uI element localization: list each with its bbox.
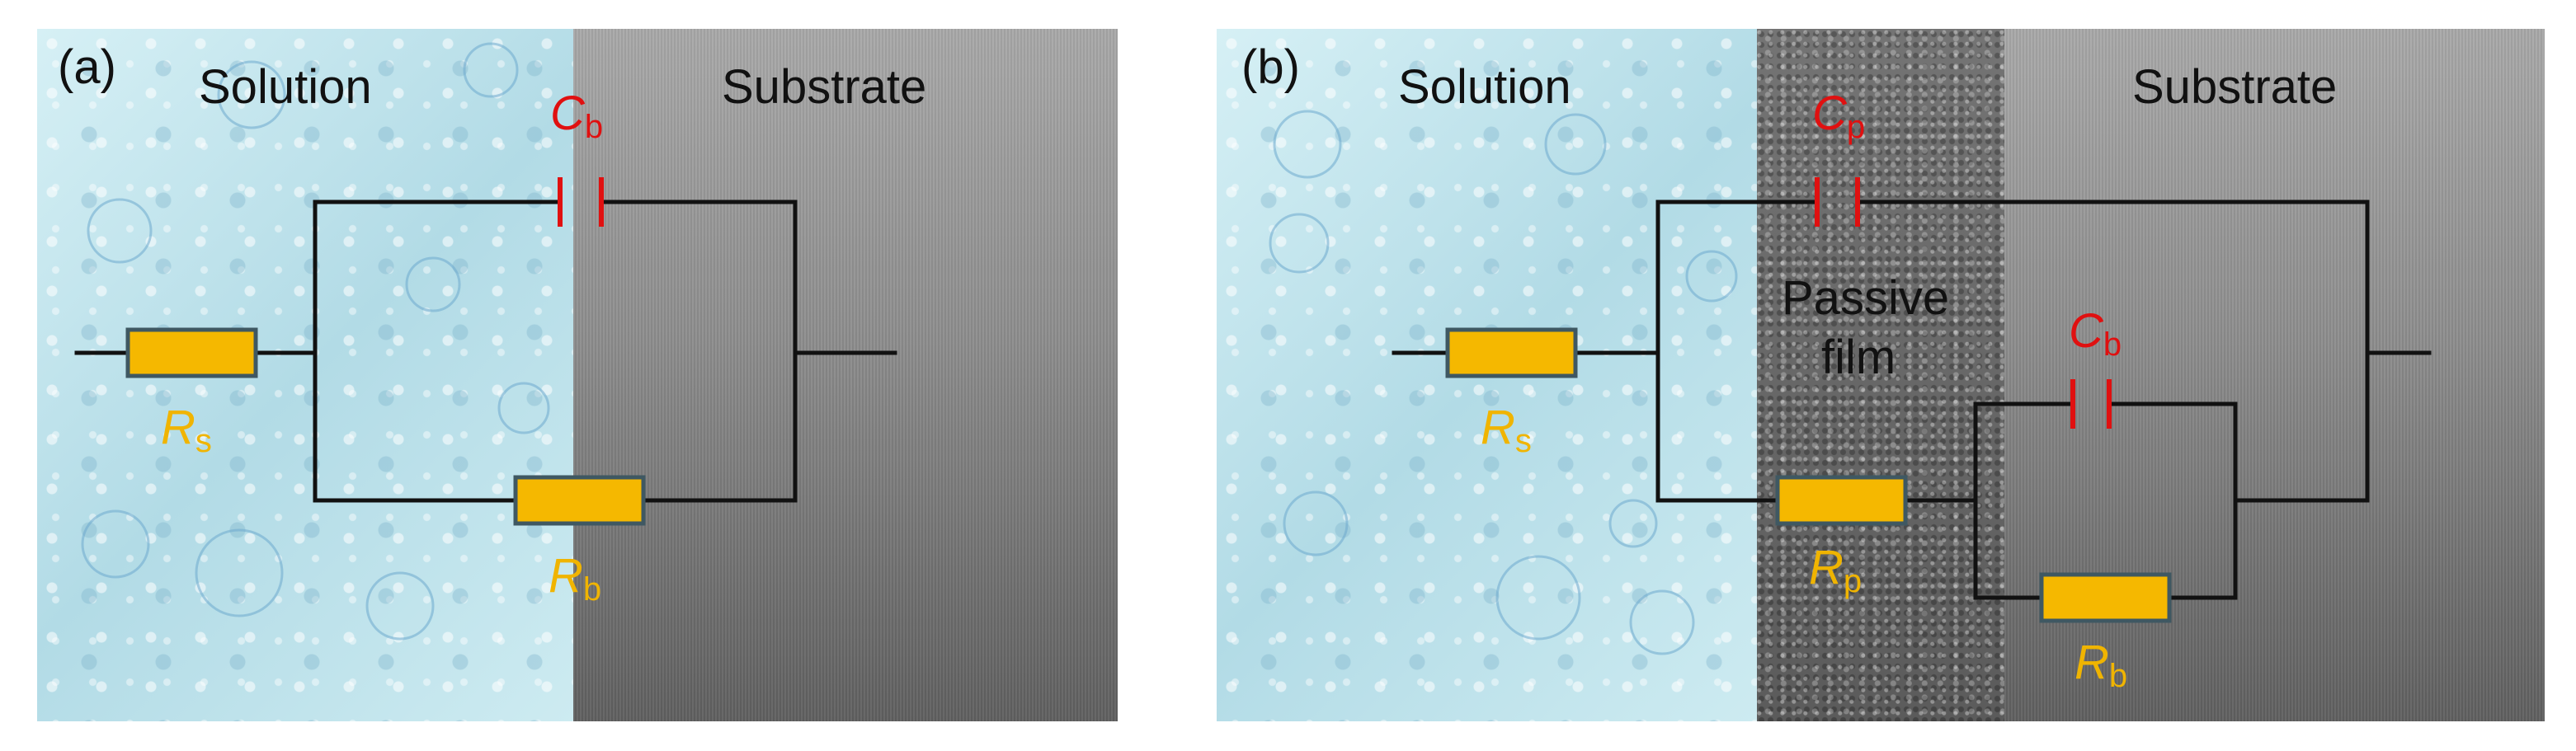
substrate-label: Substrate [722, 60, 927, 114]
label-rs-symbol: R [1481, 401, 1515, 454]
label-rb-subscript: b [582, 571, 602, 608]
label-rs-subscript: s [195, 423, 212, 459]
label-rs: Rs [161, 404, 212, 458]
droplet-decoration [81, 42, 550, 641]
substrate-label: Substrate [2132, 60, 2338, 114]
resistor-rs [1445, 327, 1578, 378]
solution-region [37, 29, 573, 721]
label-cp-symbol: C [1812, 87, 1847, 140]
label-rp-subscript: p [1843, 563, 1863, 599]
label-rb-subscript: b [2108, 658, 2128, 694]
resistor-rp [1775, 475, 1908, 526]
wires-a [74, 199, 897, 503]
panel-label-b: (b) [1241, 40, 1300, 94]
label-rb: Rb [2074, 636, 2128, 694]
label-rb-symbol: R [549, 549, 583, 603]
passive-film-label-line1: Passive [1782, 271, 1950, 325]
label-cb-subscript: b [2103, 326, 2122, 363]
label-cb-subscript: b [584, 109, 604, 145]
label-rs: Rs [1481, 404, 1532, 458]
passive-film-label-line2: film [1821, 331, 1896, 384]
capacitor-cb [558, 177, 604, 227]
label-cp: Cp [1812, 87, 1866, 145]
label-cb: Cb [550, 87, 604, 145]
capacitor-cp [1815, 177, 1860, 227]
panel-b: (b) Solution Substrate Passive film Cp C… [1217, 29, 2545, 721]
label-cp-subscript: p [1846, 109, 1866, 145]
label-rs-symbol: R [161, 401, 195, 454]
label-rp: Rp [1809, 544, 1862, 598]
droplet-decoration [1269, 110, 1738, 655]
circuit-b [1269, 110, 2432, 655]
wires-b [1392, 199, 2432, 600]
label-rs-subscript: s [1514, 423, 1532, 459]
resistor-rs [125, 327, 258, 378]
capacitor-cb [2070, 379, 2112, 429]
label-rb: Rb [549, 549, 602, 608]
panel-a: (a) Solution Substrate Cb Rs Rb [37, 29, 1118, 721]
panel-label-a: (a) [58, 40, 116, 94]
solution-label: Solution [199, 60, 372, 114]
substrate-region [573, 29, 1118, 721]
resistor-rb [513, 475, 646, 526]
circuit-a [74, 42, 897, 641]
label-cb-symbol: C [2069, 304, 2103, 358]
solution-label: Solution [1398, 60, 1571, 114]
resistor-rb [2039, 572, 2172, 623]
label-cb-symbol: C [550, 87, 585, 140]
label-rb-symbol: R [2074, 636, 2109, 689]
label-rp-symbol: R [1809, 541, 1844, 594]
label-cb: Cb [2069, 304, 2122, 363]
passive-film-region [1757, 29, 2004, 721]
